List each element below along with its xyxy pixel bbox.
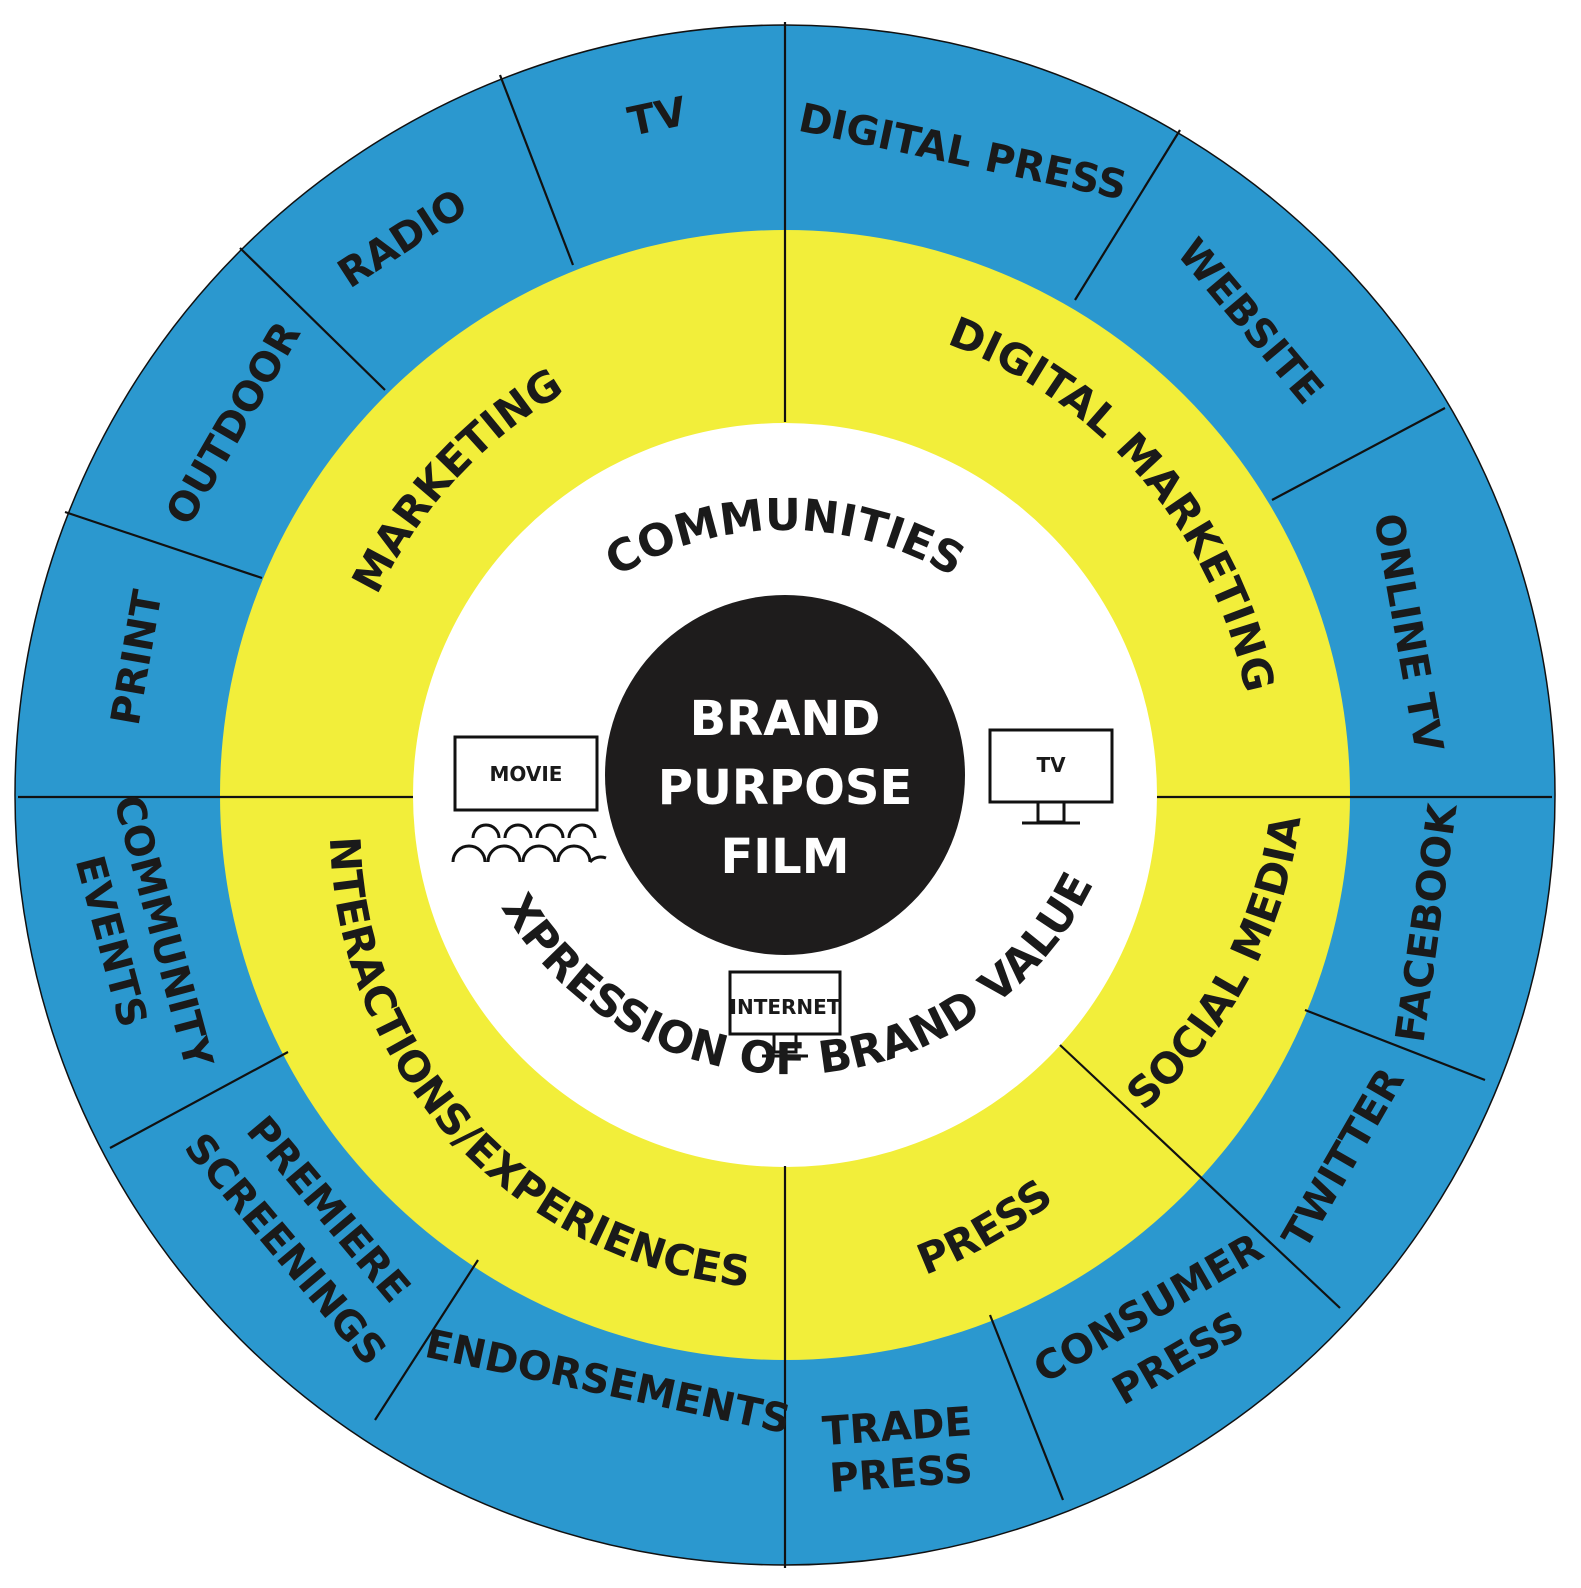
divider-facebook-twitter [1304, 1008, 1486, 1082]
center-line-1: BRAND [690, 691, 881, 747]
core-circle [605, 595, 965, 955]
outer-trade-press-line1: TRADE [821, 1399, 973, 1455]
divider-radio-outdoor [239, 247, 386, 391]
internet-icon [728, 970, 842, 1058]
divider-digitalpress-website [1074, 129, 1181, 301]
divider-endorse-premiere [374, 1259, 479, 1421]
outer-trade-press-line2: PRESS [828, 1446, 974, 1502]
movie-icon-label: MOVIE [490, 762, 563, 786]
divider-social-press [1059, 1044, 1341, 1309]
divider-outdoor-print [64, 510, 263, 580]
tv-icon-label: TV [1036, 753, 1066, 777]
divider-lines [18, 22, 1552, 1568]
divider-consumer-trade [988, 1314, 1065, 1501]
center-title: BRAND PURPOSE FILM [658, 691, 912, 885]
divider-website-onlinetv [1271, 407, 1446, 501]
center-line-2: PURPOSE [658, 760, 912, 816]
internet-icon-label: INTERNET [730, 995, 841, 1019]
divider-premiere-community [109, 1051, 289, 1149]
tv-icon [988, 728, 1114, 825]
center-line-3: FILM [721, 829, 850, 885]
movie-icon [451, 735, 607, 864]
divider-tv-radio [498, 74, 575, 266]
